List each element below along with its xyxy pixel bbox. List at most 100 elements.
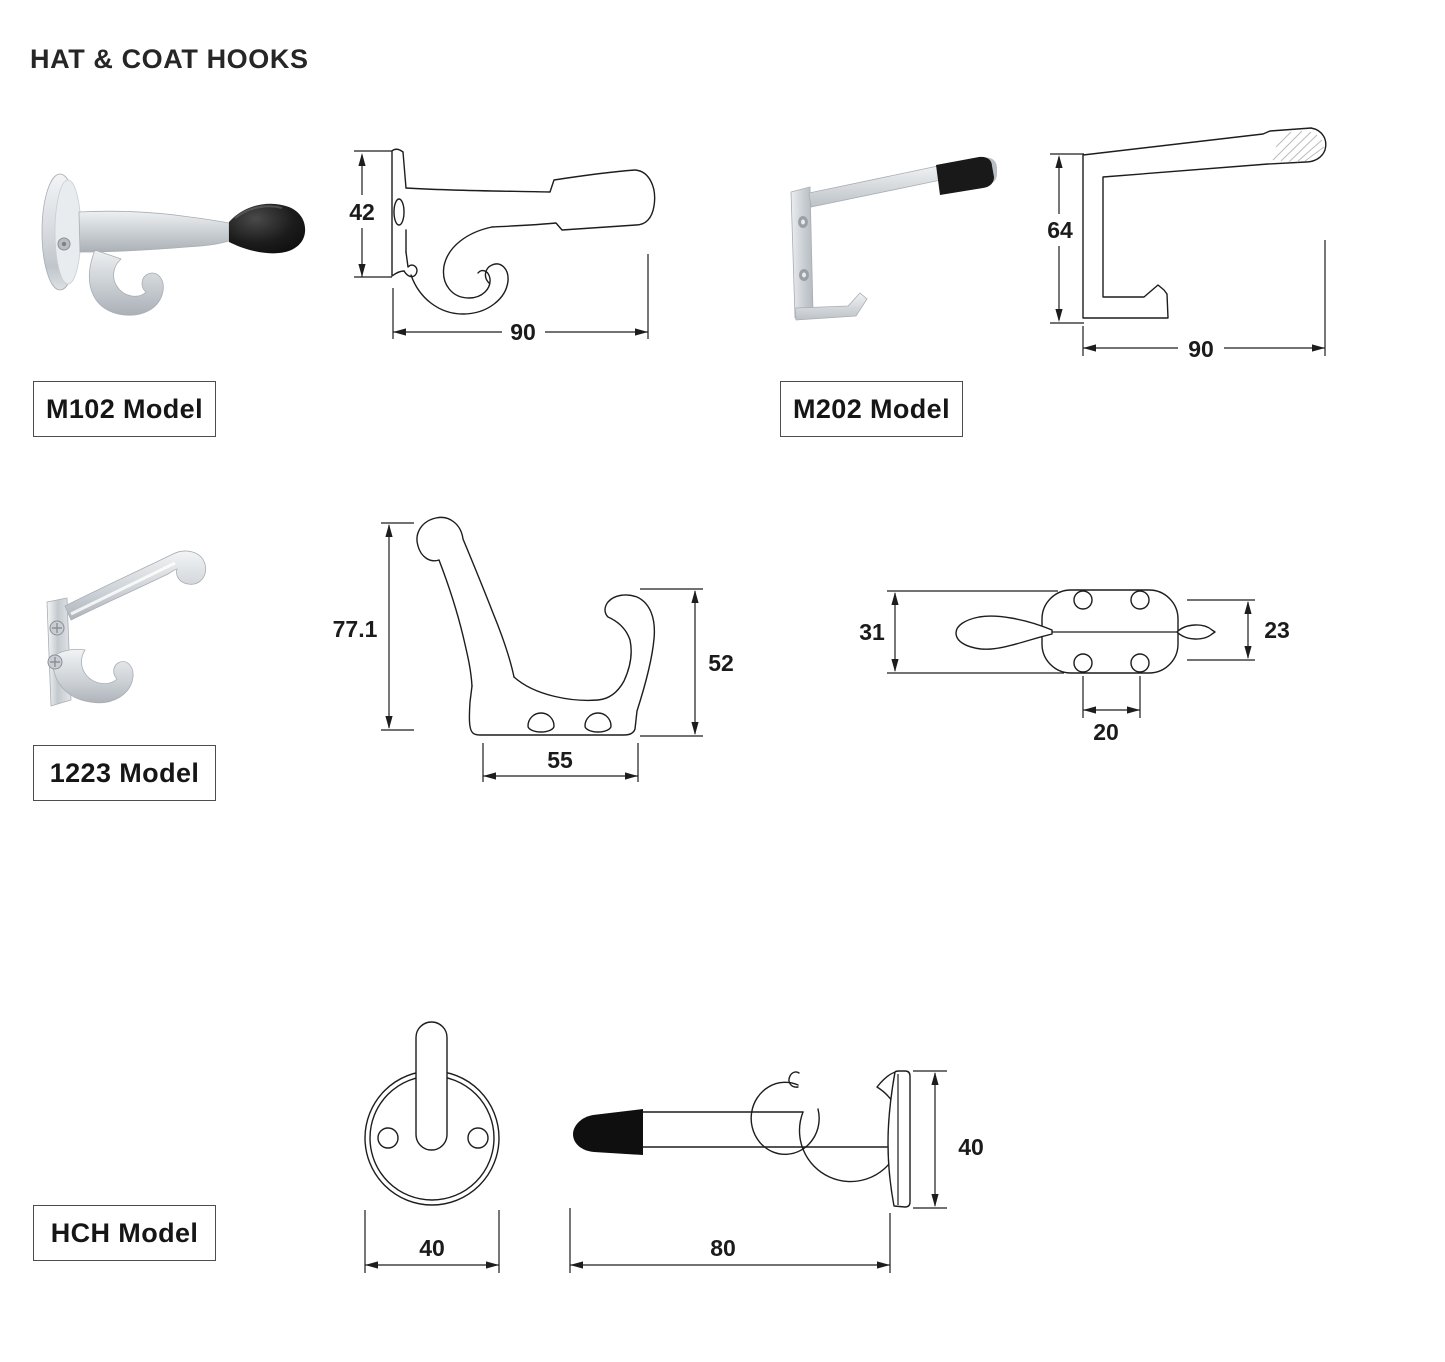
hch-side-curl-inner (750, 1081, 820, 1155)
m202-tip-hatching (1272, 130, 1325, 163)
hch-model-label-text: HCH Model (50, 1217, 199, 1248)
hch-projection-arrow-right (877, 1261, 890, 1269)
hch-side-curl-tip (788, 1071, 800, 1088)
m1223-hole-spacing-dim-label: 20 (1093, 719, 1119, 745)
m202-product-photo (790, 156, 997, 321)
m1223-side-technical-drawing: 77.1 52 55 (333, 516, 734, 782)
m102-width-extensions (392, 254, 649, 339)
m202-technical-drawing: 64 90 (1047, 127, 1327, 362)
m1223-hole-spacing-extensions (1082, 676, 1141, 718)
m202-dimensions: 64 90 (1047, 153, 1326, 362)
m1223-hook-height-arrow-up (691, 590, 699, 603)
m1223-overall-width-arrow-down (891, 659, 899, 672)
hch-front-hole-right (467, 1127, 489, 1149)
hch-side-dimensions: 40 80 (569, 1070, 984, 1273)
m102-height-dim-label: 42 (349, 199, 375, 225)
m1223-product-photo (46, 550, 207, 707)
m202-photo-art (790, 156, 997, 321)
hch-side-technical-drawing: 40 80 (569, 1070, 984, 1273)
m1223-top-outline (955, 589, 1216, 674)
m102-plate-left-edge (391, 148, 405, 277)
m202-photo-screw-bottom-glint (802, 272, 806, 278)
m102-dimensions: 42 90 (349, 150, 649, 345)
m1223-photo-big-hook (64, 550, 207, 621)
hch-side-arm-lines (642, 1111, 888, 1148)
m1223-top-small-hook-lens (1176, 624, 1216, 640)
m1223-top-technical-drawing: 31 23 20 (859, 589, 1290, 745)
m1223-photo-screw-bottom-cross (50, 657, 60, 667)
m1223-model-label-text: 1223 Model (49, 757, 200, 788)
hch-diameter-arrow-left (365, 1261, 378, 1269)
m1223-base-width-arrow-left (483, 772, 496, 780)
m1223-height-dim-label: 77.1 (333, 616, 378, 642)
m1223-base-and-small-hook-outline (468, 594, 656, 736)
hch-front-dimensions: 40 (364, 1210, 500, 1273)
m202-height-arrow-up (1055, 155, 1063, 168)
hch-front-hook-slot (415, 1021, 448, 1151)
m1223-big-hook-outline (416, 516, 515, 687)
hch-projection-arrow-left (570, 1261, 583, 1269)
m202-photo-wall-plate (790, 186, 814, 319)
m1223-top-big-hook-teardrop (955, 615, 1053, 650)
m202-model-label: M202 Model (780, 381, 963, 437)
m202-height-ticks (1050, 153, 1084, 324)
m102-height-arrow-down (358, 264, 366, 277)
m202-model-label-text: M202 Model (792, 393, 951, 424)
m102-technical-drawing: 42 90 (349, 148, 656, 345)
hch-diameter-dim-label: 40 (419, 1235, 445, 1261)
page-title: HAT & COAT HOOKS (30, 44, 309, 74)
m1223-plate-width-ticks (1187, 599, 1255, 661)
m102-photo-plate-face (54, 179, 82, 285)
m102-product-photo (41, 173, 306, 316)
m202-width-extensions (1082, 240, 1326, 356)
m1223-height-arrow-up (385, 524, 393, 537)
hch-plate-height-dim-label: 40 (958, 1134, 984, 1160)
m102-height-ticks (354, 150, 392, 278)
m1223-height-ticks (381, 522, 414, 731)
m202-hook-outline (1082, 127, 1327, 319)
m102-hook-outer-edge (410, 263, 509, 315)
m102-width-dim-label: 90 (510, 319, 536, 345)
m102-hook-inner-edge (442, 226, 493, 299)
m202-photo-screw-top-glint (801, 219, 805, 225)
m102-width-arrow-right (635, 328, 648, 336)
m1223-hole-spacing-arrow-left (1083, 706, 1096, 714)
m1223-base-width-dim-label: 55 (547, 747, 573, 773)
hch-side-outline (573, 1070, 911, 1208)
hch-plate-height-arrow-down (931, 1194, 939, 1207)
m202-photo-top-arm (808, 165, 942, 208)
m1223-top-dimensions: 31 23 20 (859, 590, 1290, 745)
m202-photo-bottom-hook (794, 292, 868, 321)
m1223-top-hole-bl (1073, 653, 1093, 673)
m202-photo-rubber-tip (936, 156, 994, 195)
m102-height-arrow-up (358, 153, 366, 166)
m202-width-arrow-left (1083, 344, 1096, 352)
hch-side-wall-plate (887, 1070, 911, 1208)
m102-photo-tip-highlight (234, 205, 283, 219)
m1223-top-hole-tl (1073, 590, 1093, 610)
m1223-hook-height-dim-label: 52 (708, 650, 734, 676)
m102-outline (391, 148, 656, 315)
m102-model-label: M102 Model (33, 381, 216, 437)
m202-width-arrow-right (1312, 344, 1325, 352)
m1223-side-dimensions: 77.1 52 55 (333, 522, 734, 782)
m1223-photo-small-hook (52, 648, 134, 704)
m1223-plate-width-dim-label: 23 (1264, 617, 1290, 643)
hch-front-outline (364, 1021, 500, 1206)
m102-plate-screw-slot (393, 198, 405, 226)
m102-photo-art (41, 173, 306, 316)
m1223-screw-slot-right (584, 712, 612, 733)
m102-photo-rubber-tip (229, 203, 306, 254)
m102-arm-and-tip-outline (405, 169, 656, 231)
m1223-top-hole-br (1130, 653, 1150, 673)
hch-plate-height-ticks (913, 1070, 947, 1209)
m102-photo-arm (78, 210, 230, 253)
m1223-height-arrow-down (385, 716, 393, 729)
hch-diameter-extensions (364, 1210, 500, 1273)
m1223-hook-height-ticks (640, 588, 703, 737)
hch-side-rubber-tip (573, 1109, 643, 1155)
m1223-top-hole-tr (1130, 590, 1150, 610)
hch-plate-height-arrow-up (931, 1072, 939, 1085)
m1223-plate-width-arrow-up (1244, 601, 1252, 614)
